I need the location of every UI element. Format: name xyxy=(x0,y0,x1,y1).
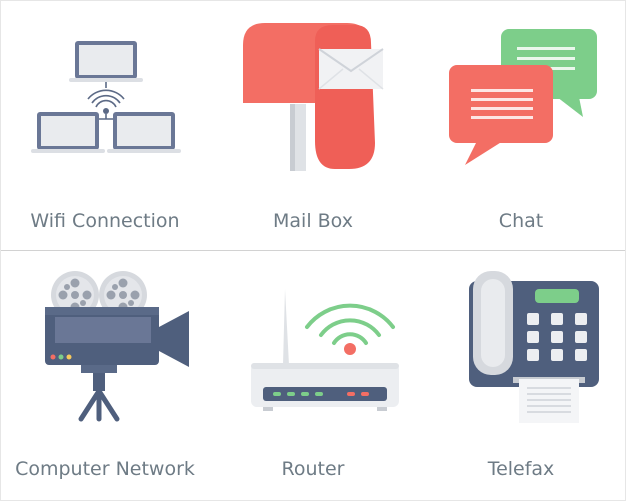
icon-label-wifi-connection: Wifi Connection xyxy=(30,210,180,232)
mailbox-icon xyxy=(243,23,384,171)
tile-telefax: Telefax xyxy=(417,251,625,500)
icon-label-mail-box: Mail Box xyxy=(273,210,353,232)
chat-bubbles-icon xyxy=(449,29,597,165)
row-divider xyxy=(1,250,625,251)
icon-label-router: Router xyxy=(281,458,345,480)
tile-chat: Chat xyxy=(417,1,625,250)
movie-camera-icon xyxy=(45,271,189,422)
tile-mail-box: Mail Box xyxy=(209,1,417,250)
tile-router: Router xyxy=(209,251,417,500)
tile-computer-network: Computer Network xyxy=(1,251,209,500)
telefax-icon xyxy=(469,271,599,423)
icon-label-telefax: Telefax xyxy=(487,458,555,480)
wifi-connection-icon xyxy=(31,41,181,153)
tile-wifi-connection: Wifi Connection xyxy=(1,1,209,250)
router-icon xyxy=(251,289,399,411)
icon-label-chat: Chat xyxy=(498,210,544,232)
icon-label-computer-network: Computer Network xyxy=(15,458,195,480)
